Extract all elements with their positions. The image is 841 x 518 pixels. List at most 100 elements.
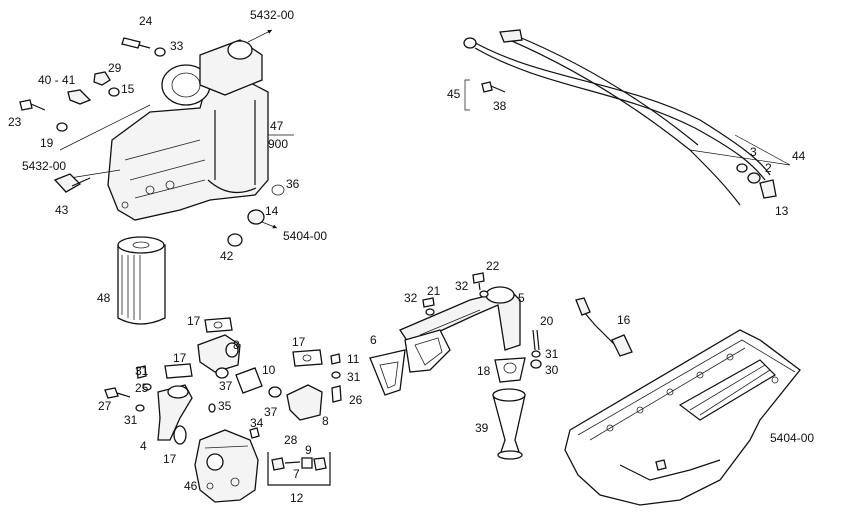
label-7: 7 bbox=[293, 467, 300, 481]
oil-pan bbox=[564, 329, 801, 506]
ref-left: 5432-00 bbox=[22, 159, 66, 173]
ref-frac-top: 47 bbox=[270, 119, 284, 133]
label-45: 45 bbox=[447, 87, 461, 101]
label-30: 30 bbox=[545, 363, 559, 377]
label-22: 22 bbox=[486, 259, 500, 273]
label-12: 12 bbox=[290, 491, 304, 505]
bolt-31c bbox=[136, 365, 147, 379]
gasket-17b bbox=[164, 363, 193, 379]
washer-19 bbox=[56, 122, 68, 132]
label-21: 21 bbox=[427, 284, 441, 298]
label-42: 42 bbox=[220, 249, 234, 263]
label-5: 5 bbox=[518, 291, 525, 305]
suction-strainer-39 bbox=[492, 388, 526, 460]
washer-31d bbox=[135, 404, 145, 412]
label-40-41: 40 - 41 bbox=[38, 73, 76, 87]
label-31a: 31 bbox=[545, 347, 559, 361]
strainer-bracket bbox=[404, 329, 451, 373]
label-11: 11 bbox=[347, 352, 360, 366]
label-9: 9 bbox=[305, 443, 312, 457]
tube-37a bbox=[215, 367, 229, 379]
label-3: 3 bbox=[750, 145, 757, 159]
ref-pan: 5404-00 bbox=[770, 431, 814, 445]
plug-14 bbox=[247, 209, 265, 225]
washer-25 bbox=[142, 383, 152, 391]
sensor-40-41 bbox=[67, 89, 92, 105]
label-38: 38 bbox=[493, 99, 507, 113]
label-27: 27 bbox=[98, 399, 112, 413]
label-15: 15 bbox=[121, 82, 135, 96]
bolt-23 bbox=[19, 99, 46, 111]
oil-pump-46 bbox=[194, 429, 259, 503]
label-26: 26 bbox=[349, 393, 363, 407]
label-46: 46 bbox=[184, 479, 198, 493]
label-17a: 17 bbox=[187, 314, 201, 328]
ref-frac-bottom: 900 bbox=[268, 137, 288, 151]
nut-2 bbox=[747, 172, 761, 184]
label-44: 44 bbox=[792, 149, 806, 163]
tube-10 bbox=[235, 367, 263, 394]
adapter-8b bbox=[286, 384, 323, 421]
adapter-8a bbox=[197, 334, 241, 373]
label-29: 29 bbox=[108, 61, 122, 75]
label-33: 33 bbox=[170, 39, 184, 53]
nut-30 bbox=[530, 359, 542, 369]
label-24: 24 bbox=[139, 14, 153, 28]
plug-35 bbox=[208, 403, 216, 413]
pin-34 bbox=[249, 427, 260, 439]
bolt-21 bbox=[422, 297, 435, 308]
bolt-24 bbox=[121, 37, 151, 49]
fitting-13 bbox=[759, 179, 777, 199]
washer-15 bbox=[108, 87, 120, 97]
filter-housing bbox=[107, 39, 269, 221]
bolt-27 bbox=[104, 387, 131, 399]
label-8b: 8 bbox=[322, 414, 329, 428]
label-23: 23 bbox=[8, 115, 22, 129]
washer-33 bbox=[154, 47, 166, 57]
label-32b: 32 bbox=[455, 279, 469, 293]
label-8a: 8 bbox=[233, 338, 240, 352]
label-17b: 17 bbox=[173, 351, 187, 365]
label-4: 4 bbox=[140, 439, 147, 453]
label-43: 43 bbox=[55, 203, 69, 217]
label-36: 36 bbox=[286, 177, 300, 191]
label-16: 16 bbox=[617, 313, 631, 327]
nut-29 bbox=[93, 71, 111, 86]
bracket-6 bbox=[369, 349, 406, 396]
label-10: 10 bbox=[262, 363, 276, 377]
oring-3 bbox=[736, 163, 748, 173]
ref-top: 5432-00 bbox=[250, 8, 294, 22]
washer-32b bbox=[479, 290, 489, 298]
gasket-17a bbox=[204, 317, 233, 333]
washer-32a bbox=[425, 308, 435, 316]
bolt-38 bbox=[481, 81, 506, 93]
washer-31b bbox=[331, 371, 341, 379]
flange-18 bbox=[494, 357, 526, 383]
label-31c: 31 bbox=[124, 413, 138, 427]
label-35: 35 bbox=[218, 399, 232, 413]
label-28: 28 bbox=[284, 433, 298, 447]
label-25: 25 bbox=[135, 381, 149, 395]
bolt-26 bbox=[331, 385, 342, 403]
label-37a: 37 bbox=[219, 379, 233, 393]
bolt-22 bbox=[472, 272, 485, 291]
tube-37b bbox=[268, 386, 282, 398]
washer-31 bbox=[531, 350, 541, 358]
label-48: 48 bbox=[97, 291, 111, 305]
label-31b: 31 bbox=[135, 364, 149, 378]
label-20: 20 bbox=[540, 314, 554, 328]
label-17c: 17 bbox=[292, 335, 306, 349]
gasket-17d bbox=[173, 425, 187, 445]
oring-36 bbox=[271, 184, 285, 196]
label-34: 34 bbox=[250, 416, 264, 430]
label-2: 2 bbox=[765, 161, 772, 175]
switch-43 bbox=[53, 173, 91, 193]
label-13: 13 bbox=[775, 204, 789, 218]
bolt-11 bbox=[330, 353, 341, 365]
dipstick-tube-44 bbox=[463, 29, 771, 206]
filter-cartridge-48 bbox=[117, 236, 166, 325]
label-19: 19 bbox=[40, 136, 54, 150]
label-17d: 17 bbox=[163, 452, 177, 466]
label-6: 6 bbox=[370, 333, 377, 347]
